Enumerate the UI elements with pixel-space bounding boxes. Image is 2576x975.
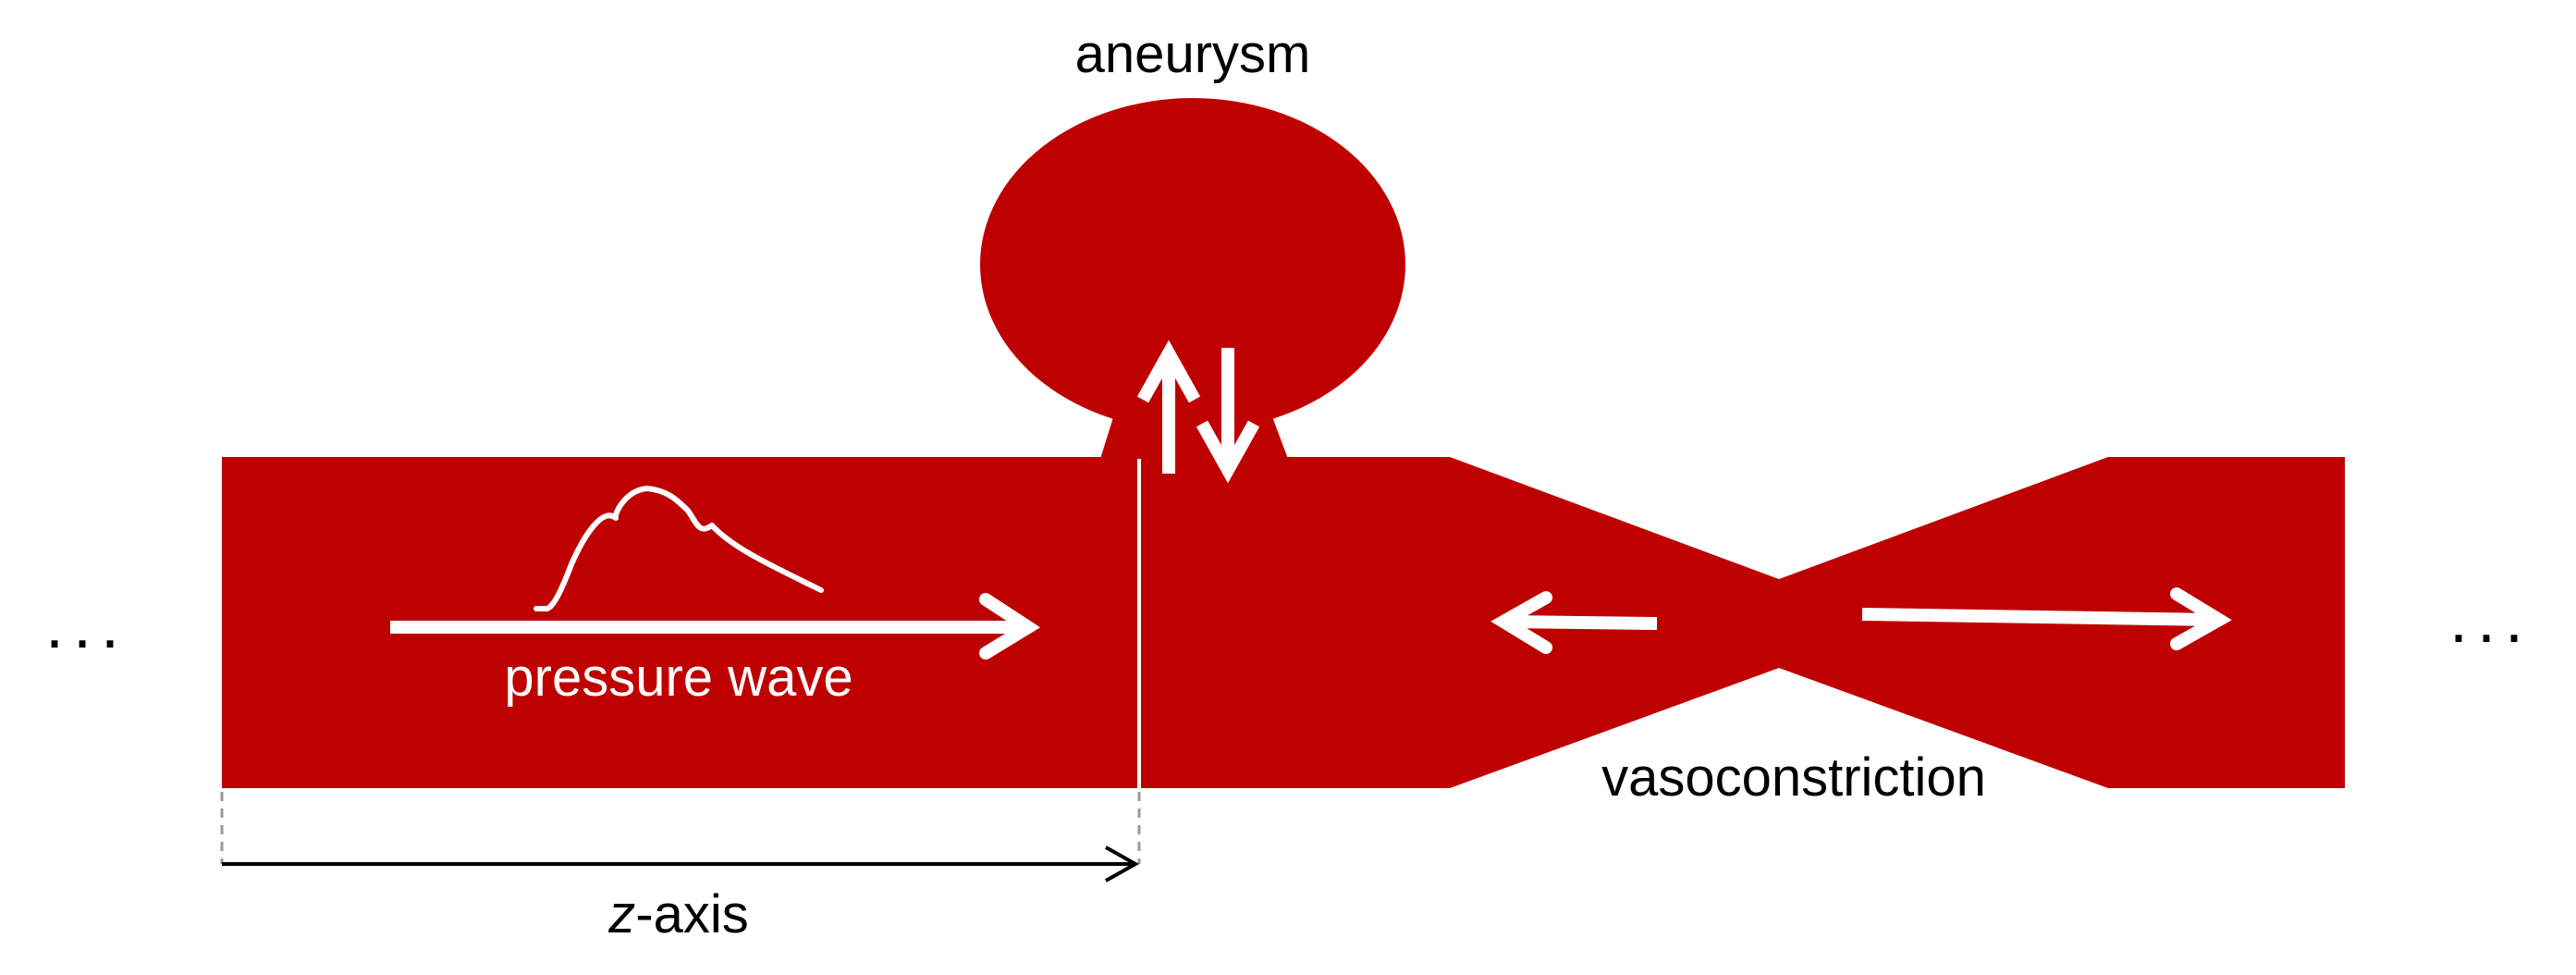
vasoconstriction-label: vasoconstriction	[1601, 747, 1986, 808]
vasoconstriction-arrows	[1490, 587, 2232, 654]
arrow-right-head-icon	[2170, 587, 2232, 650]
aneurysm	[980, 98, 1405, 459]
arrow-left-icon	[1508, 615, 1658, 630]
arrow-right-icon	[1861, 608, 2216, 626]
z-axis	[220, 792, 1141, 882]
pressure-wave-label: pressure wave	[504, 648, 853, 708]
ellipsis-left: ...	[45, 588, 129, 662]
z-axis-label: z-axis	[607, 884, 748, 944]
arrow-left-head-icon	[1490, 591, 1552, 654]
vasoconstriction-segment	[1450, 457, 2108, 788]
pressure-wave-arrow	[390, 593, 1041, 660]
aneurysm-neck	[1100, 414, 1288, 459]
vessel-segment-middle	[1141, 457, 1450, 788]
arrow-down-head-icon	[1196, 420, 1260, 484]
aneurysm-sac	[980, 98, 1405, 431]
aneurysm-flow-arrows	[1136, 339, 1260, 484]
z-axis-suffix: -axis	[635, 884, 748, 944]
z-axis-variable: z	[607, 884, 635, 944]
aneurysm-label: aneurysm	[1075, 24, 1311, 84]
arrow-up-head-icon	[1136, 339, 1201, 403]
ellipsis-right: ...	[2449, 583, 2533, 657]
z-axis-arrowhead-icon	[1105, 845, 1140, 882]
pulse-waveform-icon	[534, 486, 824, 611]
